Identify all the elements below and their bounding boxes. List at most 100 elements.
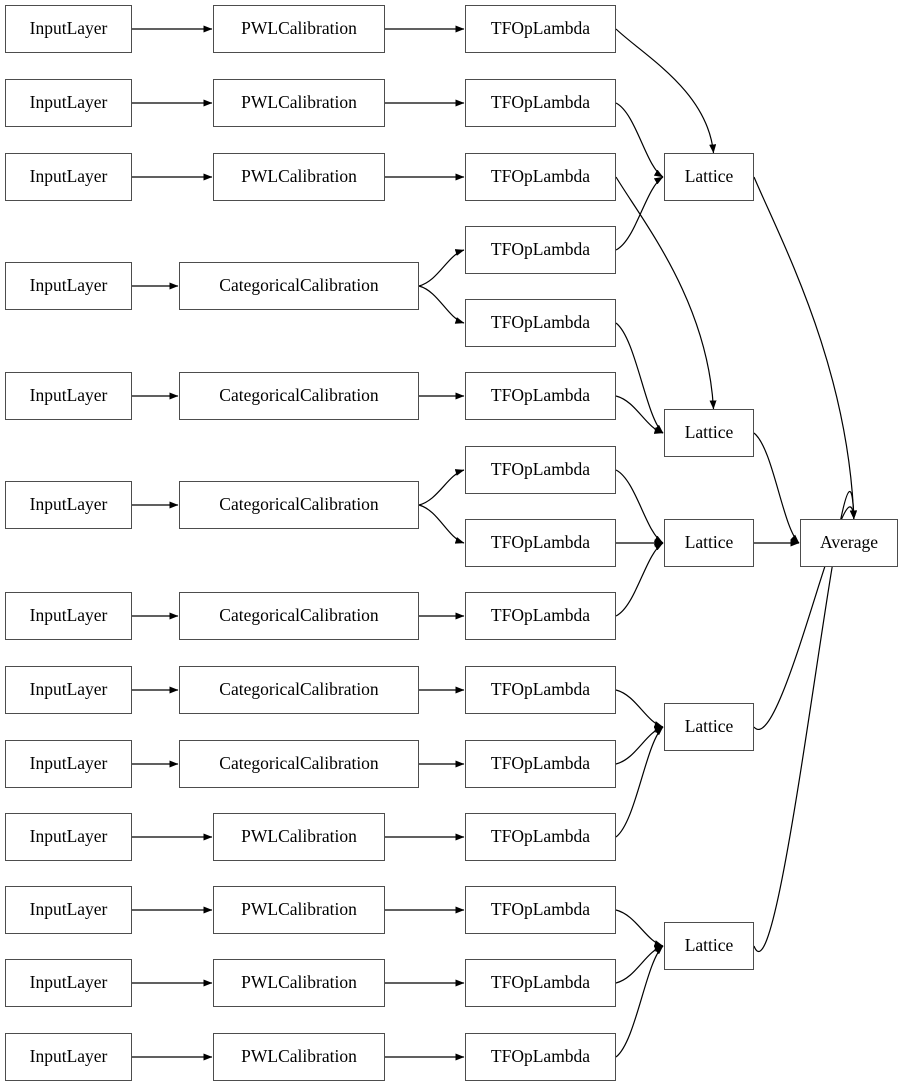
node-label: InputLayer (29, 385, 108, 406)
node-label: TFOpLambda (490, 972, 591, 993)
node-in10[interactable]: InputLayer (5, 813, 132, 861)
node-cal8[interactable]: CategoricalCalibration (179, 666, 419, 714)
edge-lam13-to-lat5 (615, 909, 664, 947)
node-label: CategoricalCalibration (219, 385, 379, 406)
edge-lam1-to-lat1 (615, 28, 717, 154)
node-lat1[interactable]: Lattice (664, 153, 754, 201)
edge-lam15-to-lat5 (615, 945, 664, 1058)
node-cal11[interactable]: PWLCalibration (213, 886, 385, 934)
node-in7[interactable]: InputLayer (5, 592, 132, 640)
edge-lam3-to-lat2 (615, 176, 717, 410)
node-label: Lattice (684, 422, 734, 443)
node-in12[interactable]: InputLayer (5, 959, 132, 1007)
edge-cal4-to-lam5 (418, 285, 465, 324)
edge-lat2-to-avg (753, 432, 800, 544)
node-label: TFOpLambda (490, 18, 591, 39)
node-label: TFOpLambda (490, 753, 591, 774)
node-cal7[interactable]: CategoricalCalibration (179, 592, 419, 640)
node-label: CategoricalCalibration (219, 494, 379, 515)
node-lam6[interactable]: TFOpLambda (465, 372, 616, 420)
node-label: PWLCalibration (241, 92, 357, 113)
edge-cal6-to-lam7 (418, 469, 465, 506)
node-cal12[interactable]: PWLCalibration (213, 959, 385, 1007)
edge-lam12-to-lat4 (615, 726, 664, 838)
node-lat2[interactable]: Lattice (664, 409, 754, 457)
node-lam3[interactable]: TFOpLambda (465, 153, 616, 201)
node-lam4[interactable]: TFOpLambda (465, 226, 616, 274)
edge-lam7-to-lat3 (615, 469, 664, 544)
node-label: InputLayer (29, 899, 108, 920)
node-label: PWLCalibration (241, 826, 357, 847)
node-in9[interactable]: InputLayer (5, 740, 132, 788)
node-lam15[interactable]: TFOpLambda (465, 1033, 616, 1081)
node-lam2[interactable]: TFOpLambda (465, 79, 616, 127)
node-lam8[interactable]: TFOpLambda (465, 519, 616, 567)
node-label: InputLayer (29, 18, 108, 39)
node-label: TFOpLambda (490, 92, 591, 113)
node-lat3[interactable]: Lattice (664, 519, 754, 567)
node-cal3[interactable]: PWLCalibration (213, 153, 385, 201)
node-lam1[interactable]: TFOpLambda (465, 5, 616, 53)
edge-lam5-to-lat2 (615, 322, 664, 434)
node-label: InputLayer (29, 494, 108, 515)
node-label: InputLayer (29, 605, 108, 626)
node-cal9[interactable]: CategoricalCalibration (179, 740, 419, 788)
node-label: CategoricalCalibration (219, 753, 379, 774)
node-lat4[interactable]: Lattice (664, 703, 754, 751)
node-in11[interactable]: InputLayer (5, 886, 132, 934)
node-label: Lattice (684, 166, 734, 187)
node-cal4[interactable]: CategoricalCalibration (179, 262, 419, 310)
edge-lat1-to-avg (753, 176, 858, 520)
node-cal6[interactable]: CategoricalCalibration (179, 481, 419, 529)
node-label: TFOpLambda (490, 532, 591, 553)
node-label: TFOpLambda (490, 826, 591, 847)
node-cal5[interactable]: CategoricalCalibration (179, 372, 419, 420)
node-avg[interactable]: Average (800, 519, 898, 567)
edge-lam6-to-lat2 (615, 395, 664, 434)
node-label: CategoricalCalibration (219, 679, 379, 700)
node-label: PWLCalibration (241, 972, 357, 993)
node-lam10[interactable]: TFOpLambda (465, 666, 616, 714)
node-label: TFOpLambda (490, 312, 591, 333)
node-in13[interactable]: InputLayer (5, 1033, 132, 1081)
node-lam7[interactable]: TFOpLambda (465, 446, 616, 494)
node-lam12[interactable]: TFOpLambda (465, 813, 616, 861)
edge-cal4-to-lam4 (418, 249, 465, 287)
node-lam13[interactable]: TFOpLambda (465, 886, 616, 934)
node-in8[interactable]: InputLayer (5, 666, 132, 714)
edge-lam14-to-lat5 (615, 945, 664, 984)
node-label: TFOpLambda (490, 385, 591, 406)
node-label: PWLCalibration (241, 166, 357, 187)
node-lam9[interactable]: TFOpLambda (465, 592, 616, 640)
node-label: Lattice (684, 532, 734, 553)
node-in4[interactable]: InputLayer (5, 262, 132, 310)
node-cal2[interactable]: PWLCalibration (213, 79, 385, 127)
node-in2[interactable]: InputLayer (5, 79, 132, 127)
node-cal10[interactable]: PWLCalibration (213, 813, 385, 861)
node-in3[interactable]: InputLayer (5, 153, 132, 201)
node-label: TFOpLambda (490, 239, 591, 260)
node-in5[interactable]: InputLayer (5, 372, 132, 420)
node-label: InputLayer (29, 679, 108, 700)
node-label: Average (820, 532, 878, 553)
node-cal1[interactable]: PWLCalibration (213, 5, 385, 53)
node-lam11[interactable]: TFOpLambda (465, 740, 616, 788)
node-cal13[interactable]: PWLCalibration (213, 1033, 385, 1081)
node-label: TFOpLambda (490, 679, 591, 700)
node-label: TFOpLambda (490, 459, 591, 480)
node-label: TFOpLambda (490, 166, 591, 187)
node-label: InputLayer (29, 166, 108, 187)
node-label: InputLayer (29, 753, 108, 774)
node-lam5[interactable]: TFOpLambda (465, 299, 616, 347)
node-label: InputLayer (29, 972, 108, 993)
edge-lam10-to-lat4 (615, 689, 664, 728)
node-label: CategoricalCalibration (219, 605, 379, 626)
node-in1[interactable]: InputLayer (5, 5, 132, 53)
node-lam14[interactable]: TFOpLambda (465, 959, 616, 1007)
node-label: InputLayer (29, 275, 108, 296)
node-in6[interactable]: InputLayer (5, 481, 132, 529)
node-lat5[interactable]: Lattice (664, 922, 754, 970)
edge-lam9-to-lat3 (615, 542, 664, 617)
